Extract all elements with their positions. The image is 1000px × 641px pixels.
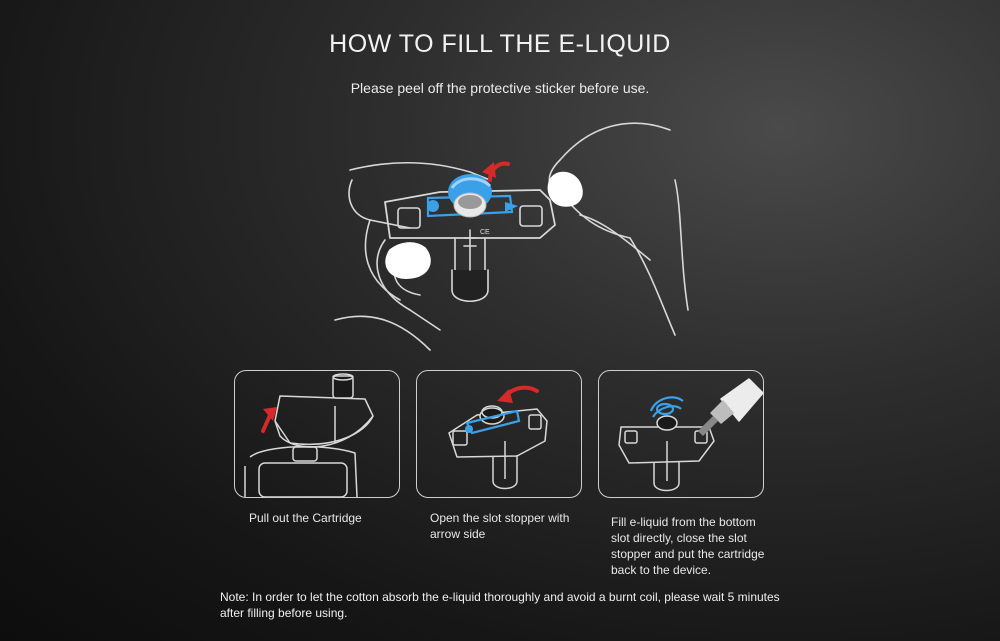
- open-stopper-illustration: [448, 385, 548, 490]
- step-2-caption: Open the slot stopper with arrow side: [430, 511, 570, 541]
- step-1-caption: Pull out the Cartridge: [249, 511, 362, 525]
- slot-stopper-icon: [649, 396, 684, 418]
- step-3-caption: Fill e-liquid from the bottom slot direc…: [611, 515, 765, 577]
- step-3-panel: [598, 370, 764, 498]
- page-subtitle: Please peel off the protective sticker b…: [350, 80, 650, 96]
- step-2-panel: [416, 370, 582, 498]
- ce-mark: CE: [480, 229, 490, 236]
- open-arrow-icon: [497, 385, 539, 403]
- peel-sticker-illustration: CE: [334, 122, 689, 351]
- fill-liquid-illustration: [618, 378, 763, 492]
- hero-illustration: CE: [330, 120, 690, 360]
- pull-up-arrow-icon: [261, 407, 277, 433]
- protective-sticker: [426, 174, 518, 218]
- peel-arrow-icon: [482, 161, 510, 182]
- page-title: HOW TO FILL THE E-LIQUID: [329, 30, 671, 58]
- usage-note: Note: In order to let the cotton absorb …: [220, 590, 780, 620]
- step-1-panel: [234, 370, 400, 498]
- pull-cartridge-illustration: [244, 373, 374, 497]
